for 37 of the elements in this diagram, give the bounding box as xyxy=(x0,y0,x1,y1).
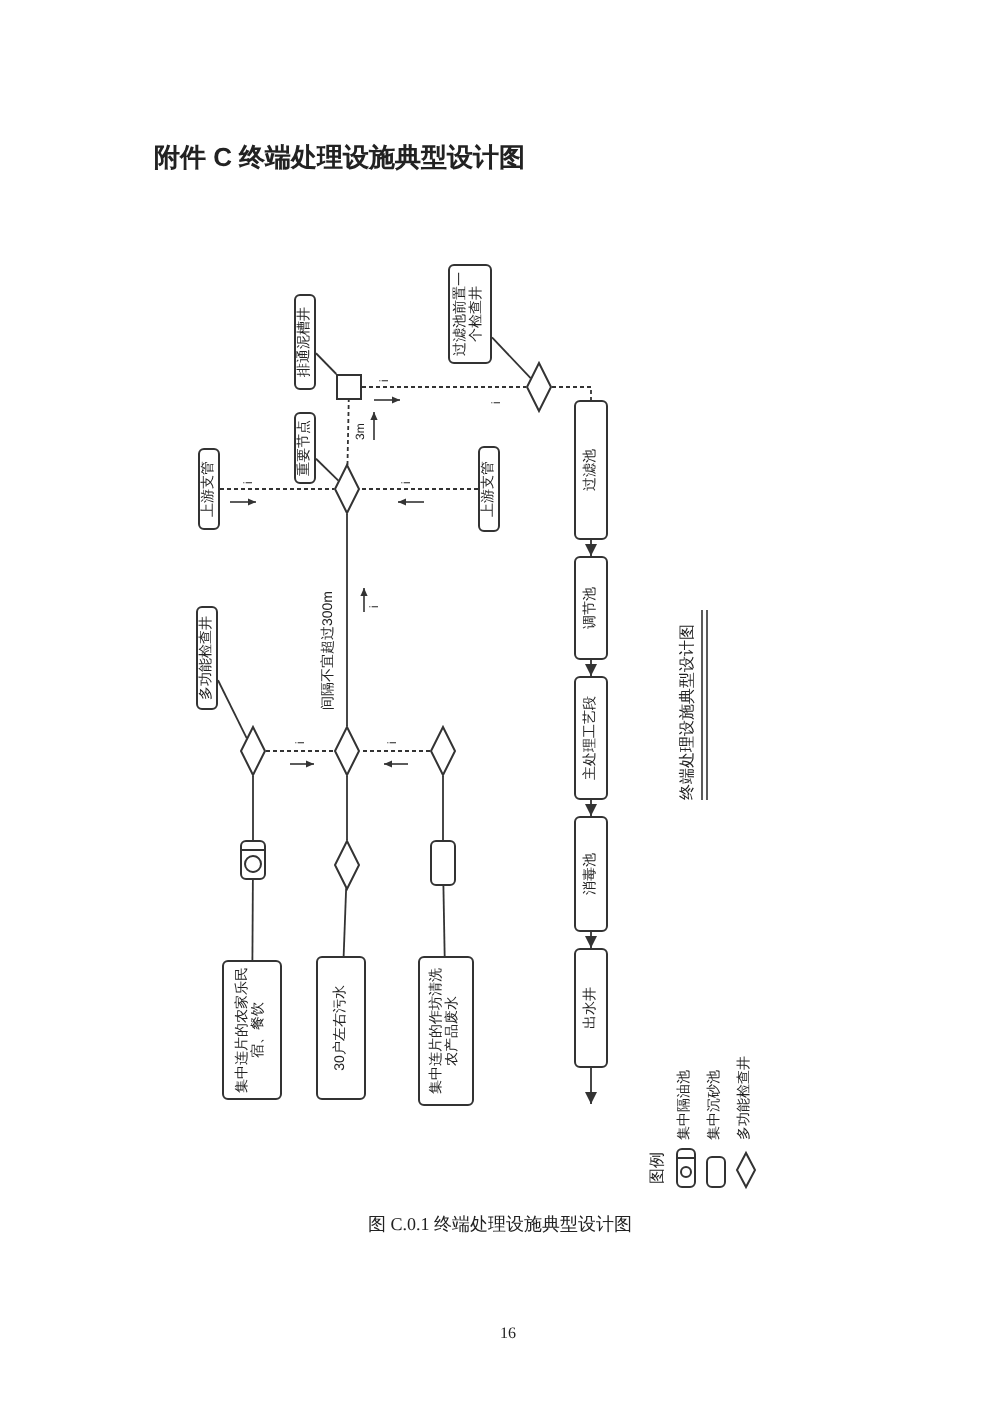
connector-line xyxy=(265,750,335,752)
connector-line xyxy=(442,775,444,841)
connector-line xyxy=(251,879,254,961)
connector-line xyxy=(585,931,597,949)
diamond-symbol xyxy=(430,726,456,776)
heading-label: 终端处理设施典型设计图 xyxy=(678,624,696,800)
page-number: 16 xyxy=(500,1324,516,1342)
diamond-symbol xyxy=(334,726,360,776)
caption: 图 C.0.1 终端处理设施典型设计图 xyxy=(368,1212,632,1238)
connector-line xyxy=(361,386,527,388)
leader-line xyxy=(315,457,340,482)
legend-heading: 图例 xyxy=(650,1152,666,1184)
connector-line xyxy=(359,488,479,490)
connector-line xyxy=(346,399,350,466)
diamond-symbol xyxy=(240,726,266,776)
connector-line xyxy=(585,539,597,557)
leader-line xyxy=(217,679,248,740)
tank-icon xyxy=(240,840,266,880)
diamond-symbol xyxy=(334,464,360,514)
title: 附件 C 终端处理设施典型设计图 xyxy=(154,140,526,176)
connector-line xyxy=(442,885,446,957)
connector-line xyxy=(585,799,597,817)
connector-line xyxy=(219,488,335,490)
connector-line xyxy=(585,659,597,677)
connector-line xyxy=(346,775,348,841)
square-symbol xyxy=(336,374,362,400)
diamond-symbol xyxy=(526,362,552,412)
connector-line xyxy=(346,513,348,727)
diamond-symbol xyxy=(334,840,360,890)
connector-line xyxy=(551,386,592,401)
connector-line xyxy=(252,775,254,841)
connector-line xyxy=(359,750,431,752)
connector-line xyxy=(342,887,348,957)
rounded-box-symbol xyxy=(430,840,456,886)
leader-line xyxy=(491,336,532,380)
connector-line xyxy=(585,1067,597,1105)
leader-line xyxy=(315,352,338,375)
